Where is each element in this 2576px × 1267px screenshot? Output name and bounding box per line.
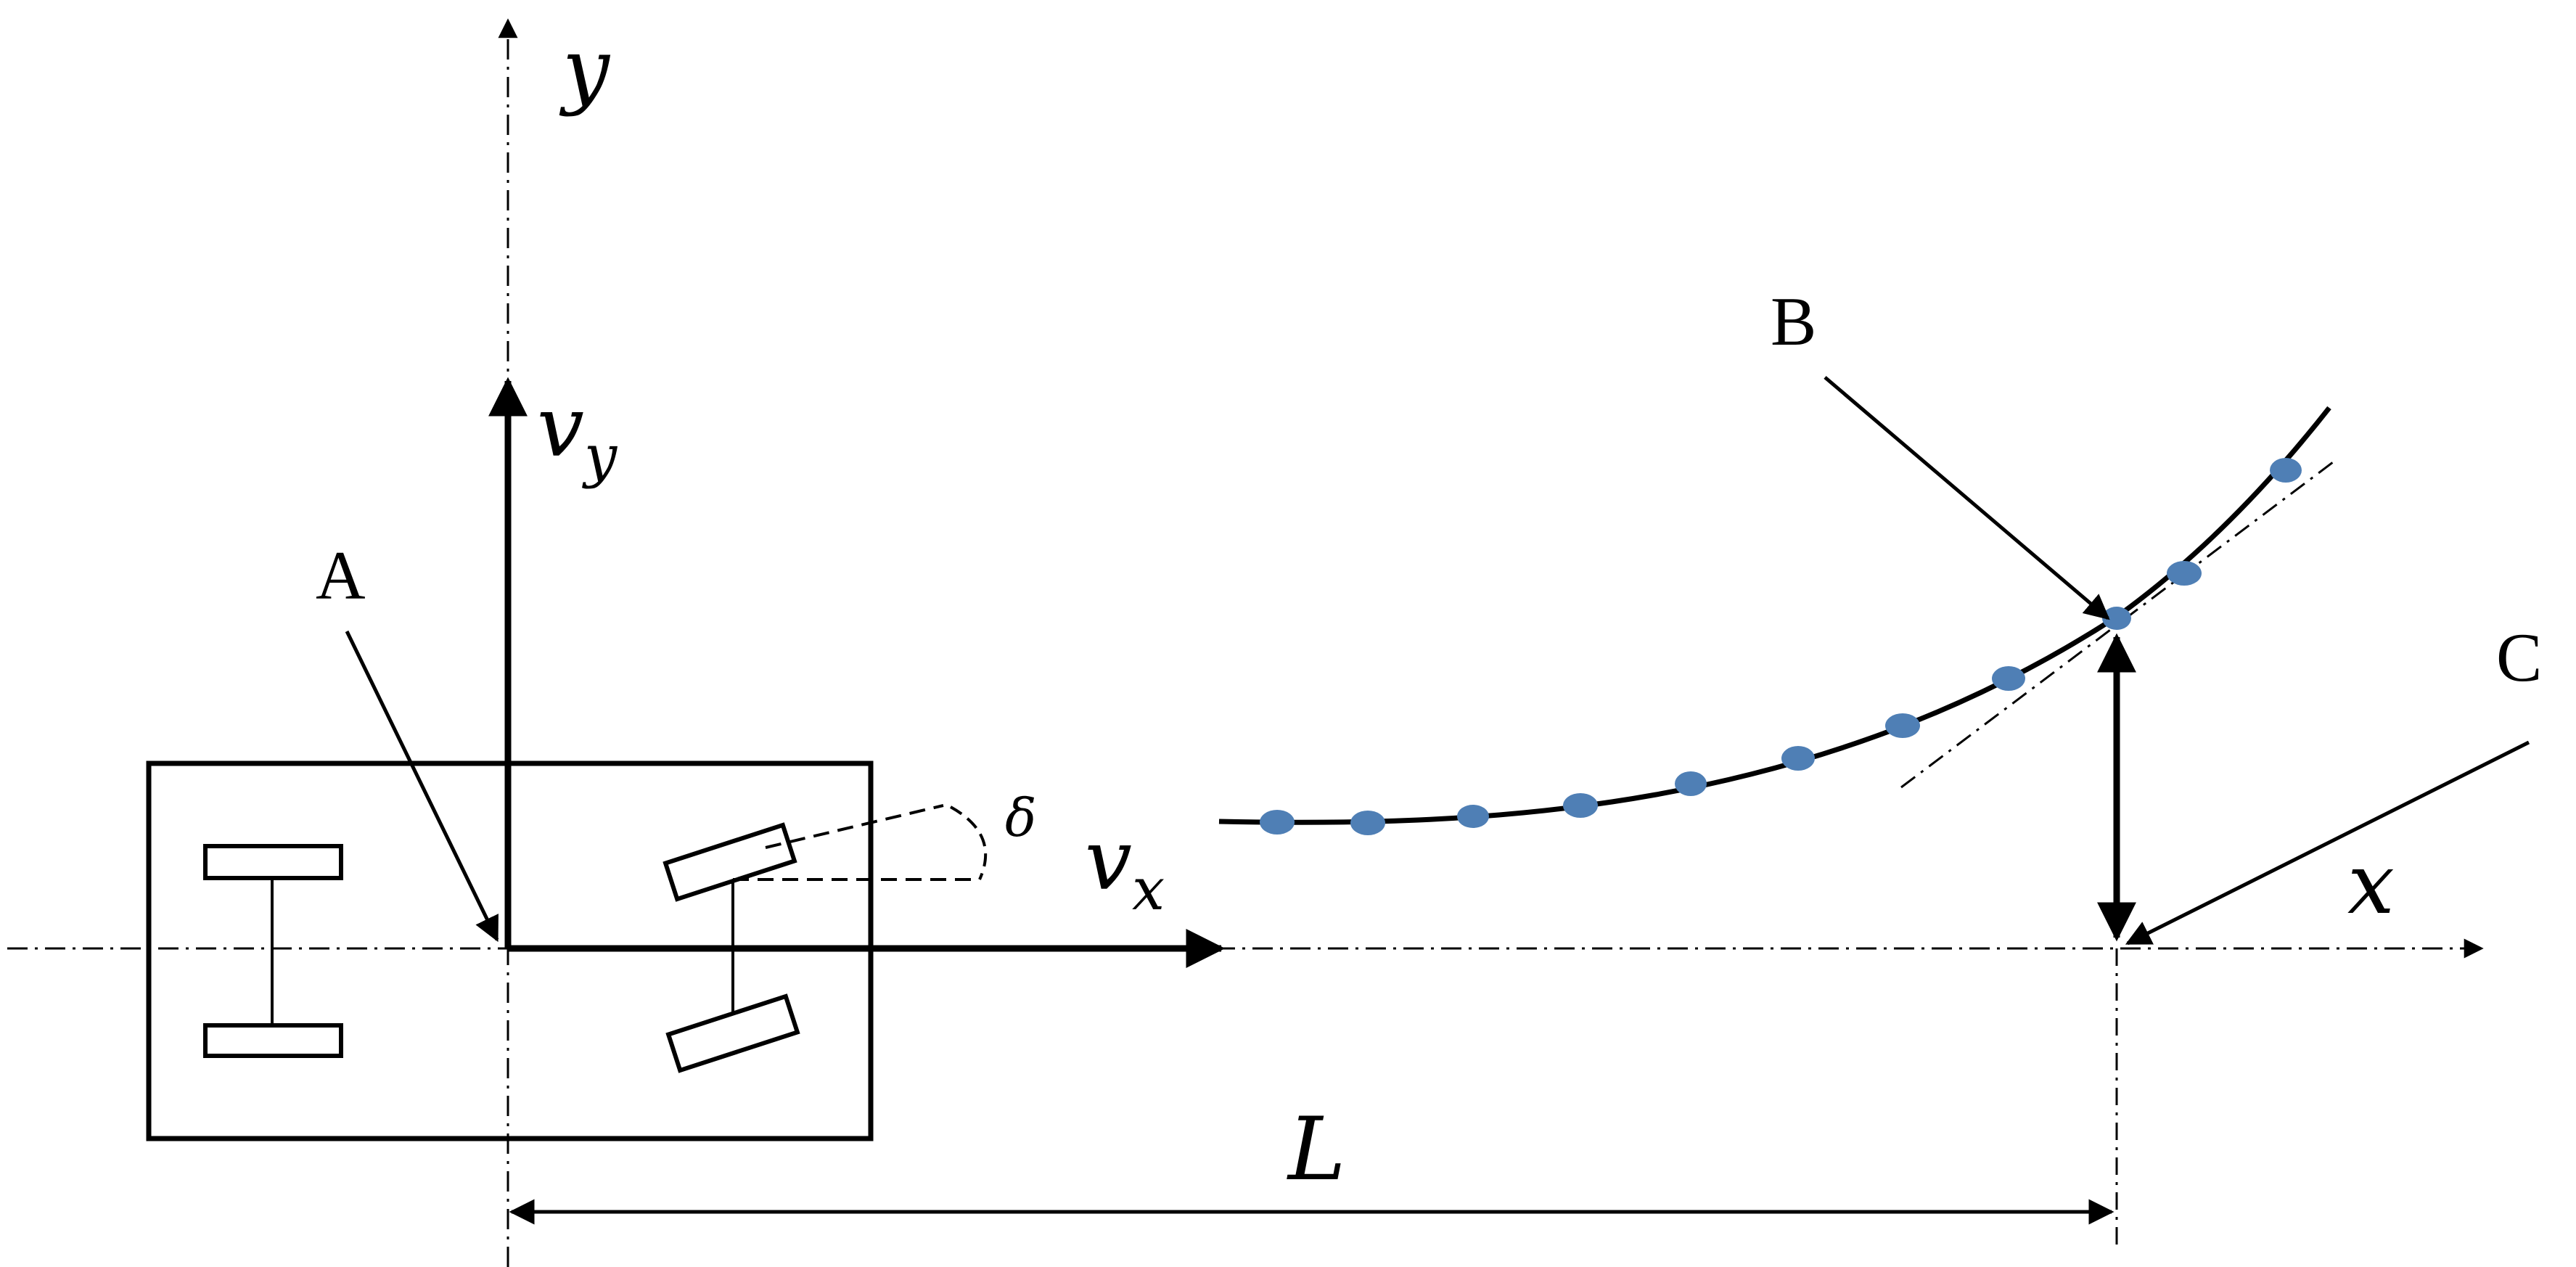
waypoint — [1781, 746, 1815, 771]
front-left-wheel — [663, 822, 797, 902]
waypoint — [1992, 666, 2025, 691]
pointer-b — [1824, 376, 2110, 620]
waypoints — [1260, 458, 2302, 835]
label-l: L — [1287, 1099, 1346, 1200]
delta-angle-arc — [950, 805, 987, 880]
rear-left-wheel — [203, 844, 343, 880]
waypoint — [1563, 793, 1598, 818]
front-right-wheel — [665, 993, 800, 1073]
x-axis-label: x — [2347, 836, 2395, 933]
steer-direction-line — [765, 804, 944, 849]
y-axis-label: y — [559, 21, 611, 118]
waypoint — [1885, 713, 1920, 738]
rear-right-wheel — [203, 1023, 343, 1058]
reference-path — [1218, 406, 2331, 825]
waypoint — [1350, 811, 1385, 835]
pointer-a — [345, 630, 499, 943]
vy-subscript: y — [582, 422, 618, 490]
waypoint — [2270, 458, 2302, 483]
label-c: C — [2496, 619, 2542, 696]
waypoint — [1457, 805, 1489, 828]
label-b: B — [1771, 283, 1816, 360]
delta-label: δ — [1005, 787, 1036, 848]
waypoint — [1675, 771, 1707, 796]
waypoint — [2167, 561, 2202, 586]
vy-label: vy — [537, 379, 618, 490]
pointer-c — [2125, 740, 2530, 946]
waypoint — [1260, 810, 1295, 835]
vx-subscript: x — [1132, 856, 1165, 923]
label-a: A — [316, 537, 366, 614]
vx-label: vx — [1085, 812, 1165, 923]
